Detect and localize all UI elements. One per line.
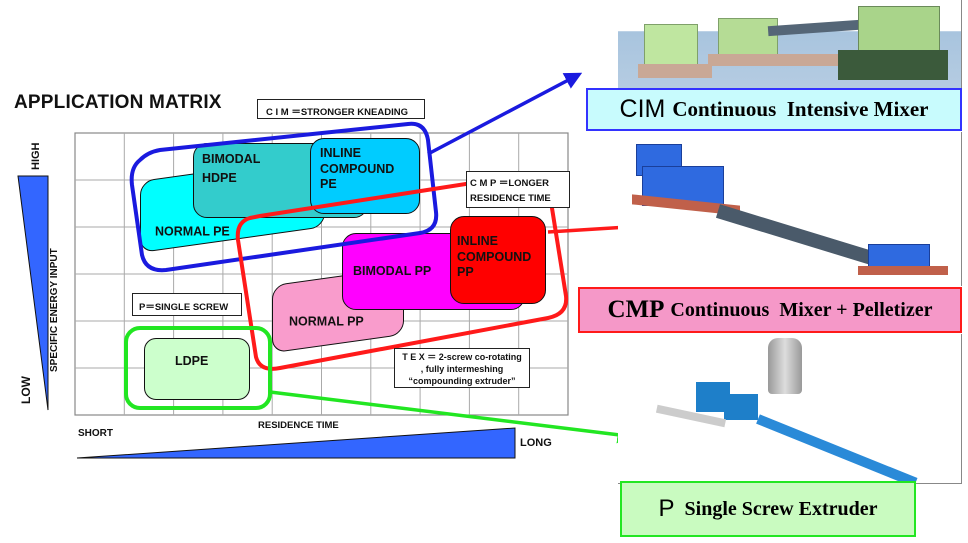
x-axis-wedge — [76, 427, 516, 459]
p-label-abbr: P — [658, 495, 675, 522]
region-bimodal-hdpe-label: BIMODAL HDPE — [202, 152, 260, 186]
cim-machine-image — [618, 0, 962, 88]
region-normal-pe-label: NORMAL PE — [155, 224, 230, 239]
p-machine-image — [618, 334, 962, 488]
cim-base-1 — [638, 64, 712, 78]
p-hopper — [768, 338, 802, 394]
y-axis-wedge — [17, 175, 49, 411]
cmp-label-name: Continuous Mixer + Pelletizer — [670, 298, 933, 321]
x-axis-short-label: SHORT — [78, 428, 113, 439]
page-title: APPLICATION MATRIX — [14, 92, 222, 113]
region-normal-pp-label: NORMAL PP — [289, 314, 364, 329]
tex-note-line3: “compounding extruder” — [408, 376, 516, 386]
cmp-note: C M P ＝LONGER RESIDENCE TIME — [466, 171, 570, 208]
cim-gearbox — [718, 18, 778, 60]
cmp-label[interactable]: CMP Continuous Mixer + Pelletizer — [578, 287, 962, 333]
inline-pp-line2: COMPOUND — [457, 249, 532, 264]
p-gearbox — [724, 394, 758, 420]
inline-pe-line2: COMPOUND — [320, 161, 395, 176]
cim-note: C I M ＝STRONGER KNEADING — [257, 99, 425, 119]
inline-pp-line3: PP — [457, 265, 474, 280]
region-inline-compound-pp[interactable]: INLINE COMPOUND PP — [450, 216, 546, 304]
region-inline-compound-pe[interactable]: INLINE COMPOUND PE — [310, 138, 420, 214]
region-inline-pe-label: INLINE COMPOUND PE — [320, 146, 394, 193]
cim-base-2 — [708, 54, 858, 66]
region-ldpe-label: LDPE — [175, 354, 209, 368]
y-axis-title: SPECIFIC ENERGY INPUT — [49, 248, 60, 372]
cmp-machine-image — [618, 132, 962, 286]
p-label-name: Single Screw Extruder — [684, 497, 878, 520]
tex-note-line2: , fully intermeshing — [420, 364, 504, 374]
inline-pe-line1: INLINE — [320, 146, 361, 160]
cim-label[interactable]: CIM Continuous Intensive Mixer — [586, 88, 962, 131]
p-barrel — [756, 414, 918, 488]
cmp-note-line2: RESIDENCE TIME — [470, 193, 551, 204]
x-axis-title: RESIDENCE TIME — [258, 420, 339, 431]
cim-label-name: Continuous Intensive Mixer — [672, 97, 929, 121]
p-label[interactable]: P Single Screw Extruder — [620, 481, 916, 537]
y-axis-low-label: LOW — [19, 376, 33, 404]
tex-note-line1: T E X ＝ 2-screw co-rotating — [402, 352, 522, 362]
inline-pe-line3: PE — [320, 177, 337, 192]
cmp-base-2 — [858, 266, 948, 275]
cim-arrow — [427, 72, 583, 156]
p-note-text: P＝SINGLE SCREW — [139, 302, 229, 313]
x-axis-long-label: LONG — [520, 437, 552, 449]
region-ldpe[interactable]: LDPE — [144, 338, 250, 400]
bimodal-hdpe-line1: BIMODAL — [202, 152, 261, 166]
cmp-barrel — [715, 204, 874, 265]
bimodal-hdpe-line2: HDPE — [202, 170, 237, 185]
cmp-note-line1: C M P ＝LONGER — [470, 178, 549, 189]
cim-note-text: C I M ＝STRONGER KNEADING — [266, 107, 408, 118]
tex-note: T E X ＝ 2-screw co-rotating , fully inte… — [394, 348, 530, 388]
inline-pp-line1: INLINE — [457, 234, 498, 248]
cim-base-3 — [838, 50, 948, 80]
cim-label-abbr: CIM — [619, 95, 666, 123]
cmp-label-abbr: CMP — [607, 296, 665, 323]
p-note: P＝SINGLE SCREW — [132, 293, 242, 316]
region-bimodal-pp-label: BIMODAL PP — [353, 264, 432, 278]
y-axis-high-label: HIGH — [30, 142, 42, 171]
region-inline-pp-label: INLINE COMPOUND PP — [457, 234, 531, 281]
